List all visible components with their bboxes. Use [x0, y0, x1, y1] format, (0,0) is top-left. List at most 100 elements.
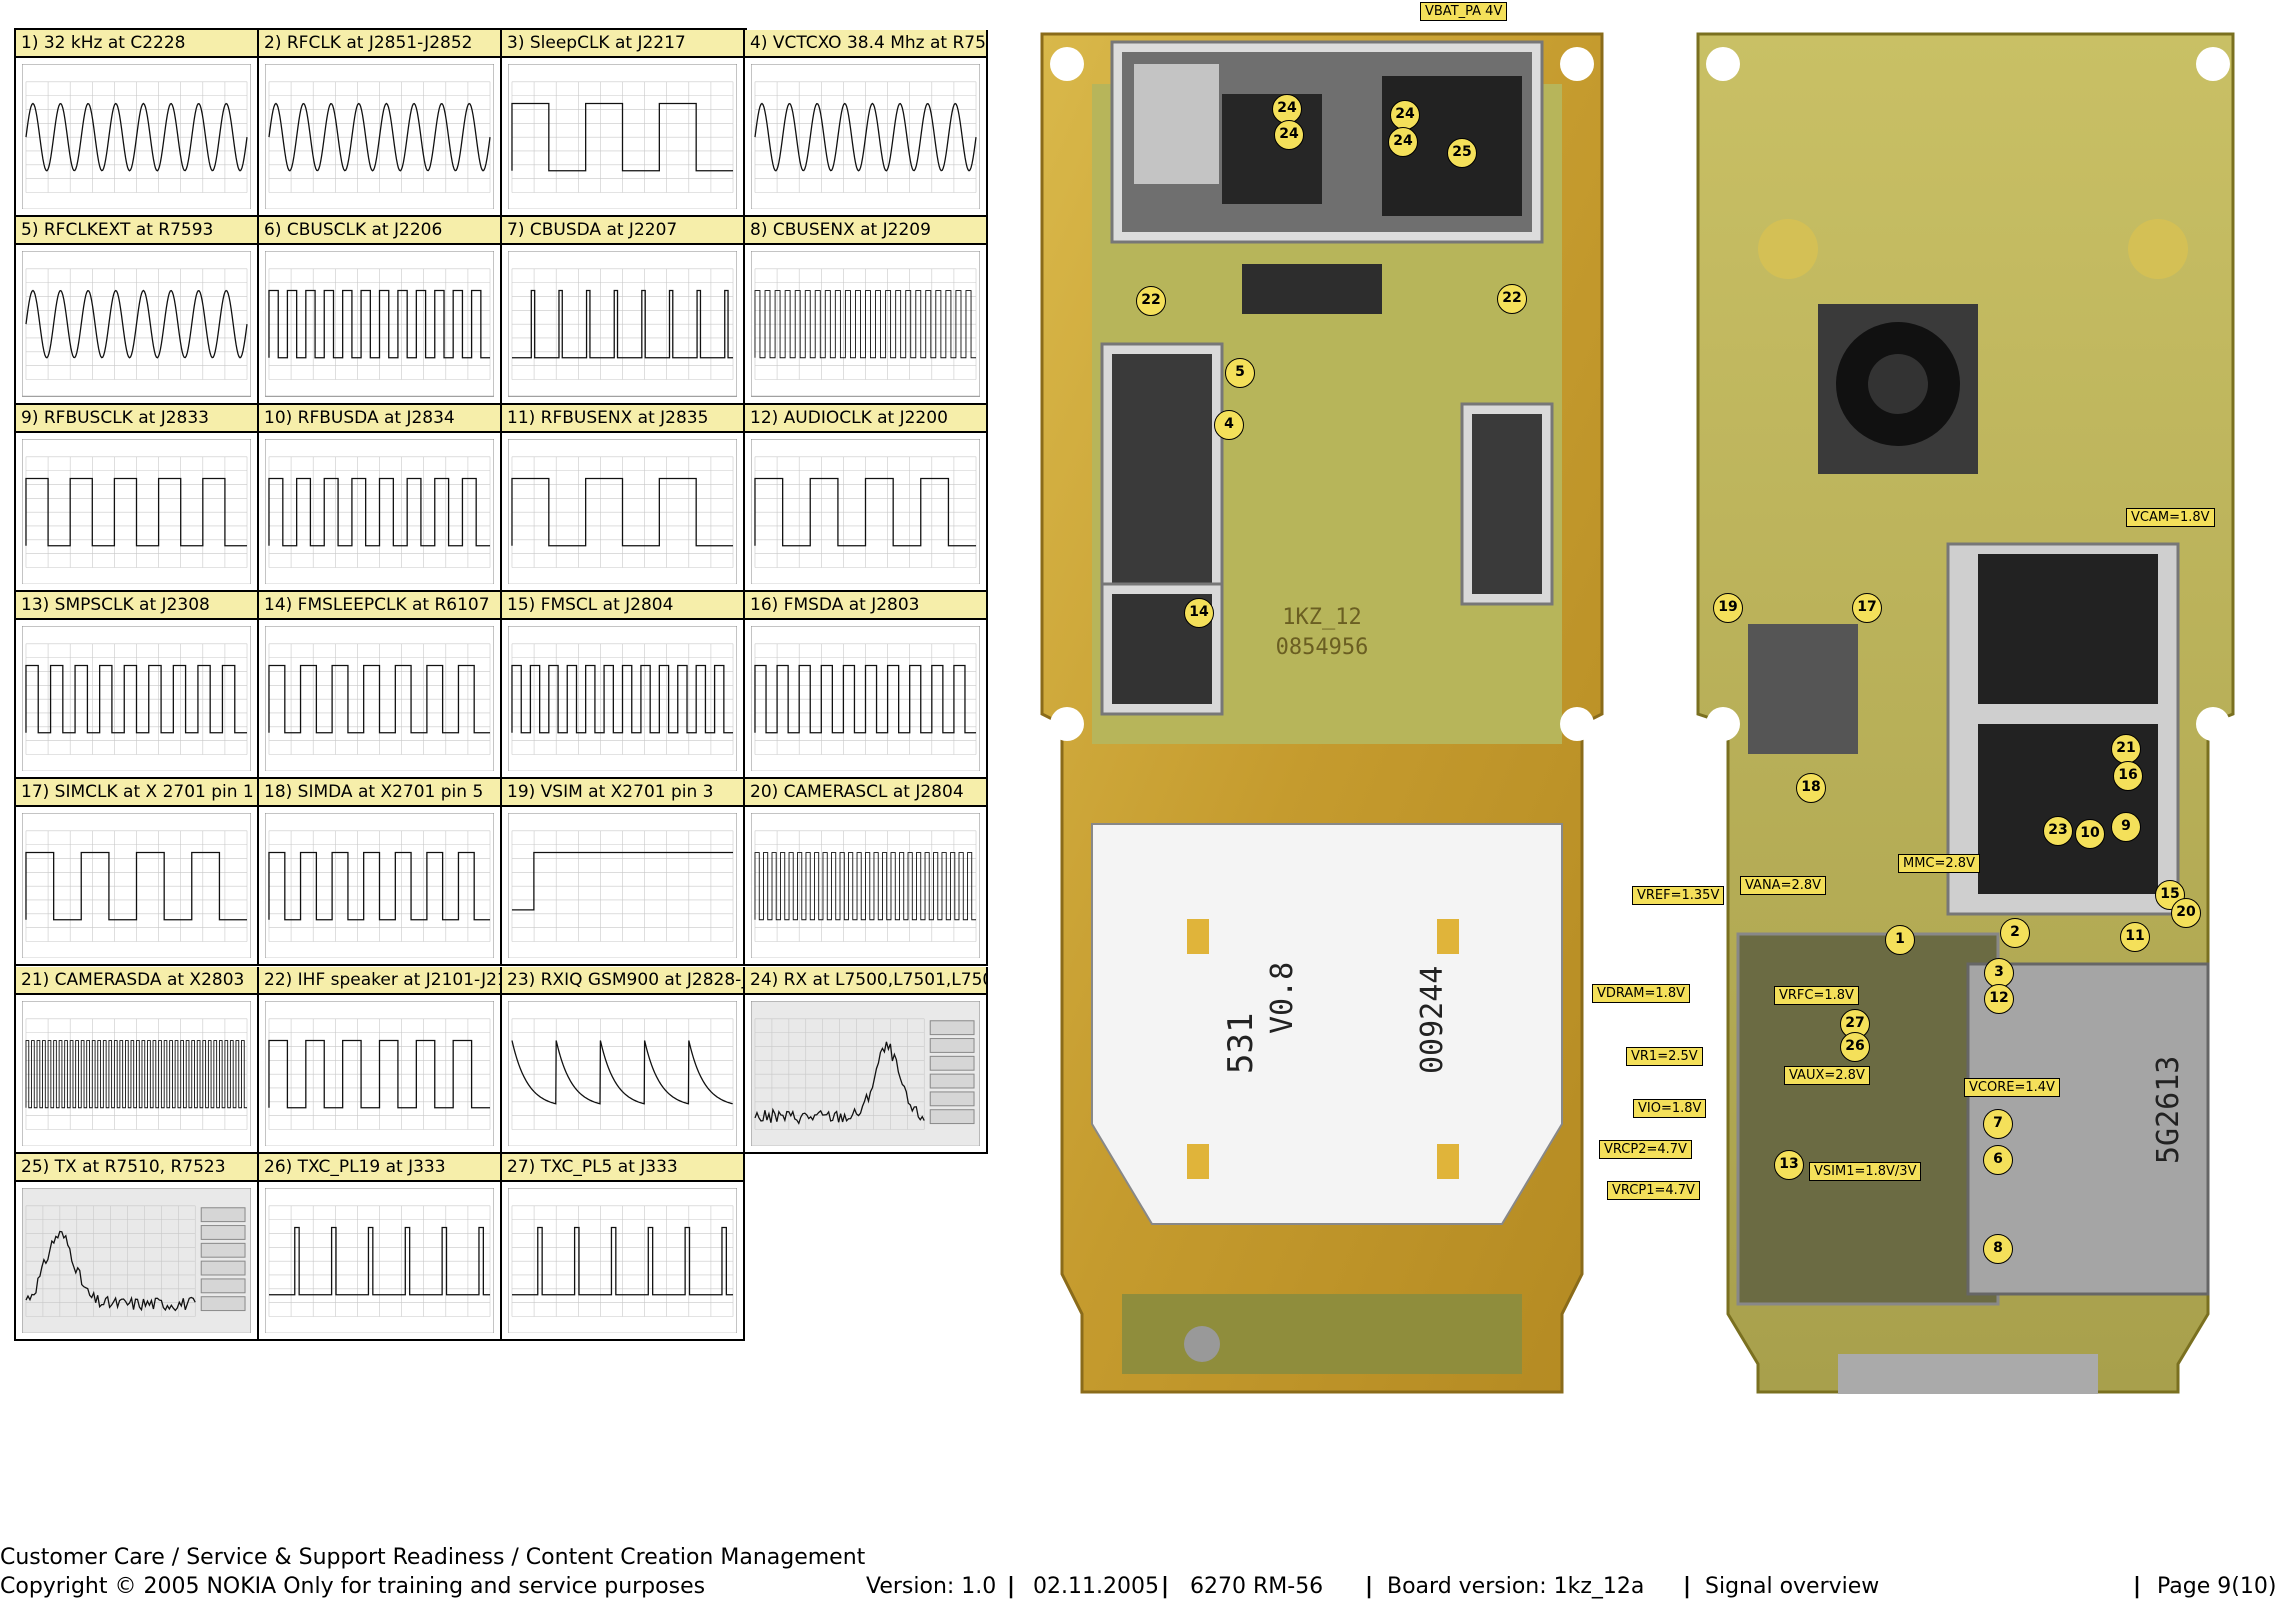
signal-cell: 14) FMSLEEPCLK at R6107: [259, 591, 502, 780]
board-photo-back: 5G2613 VCAM=1.8V MMC=2.8V VREF=1.35V VAN…: [1592, 24, 2252, 1402]
signal-cell: 7) CBUSDA at J2207: [502, 217, 745, 405]
oscilloscope-trace: [22, 1187, 251, 1334]
signal-cell: 26) TXC_PL19 at J333: [259, 1153, 502, 1342]
signal-cell: 12) AUDIOCLK at J2200: [745, 404, 988, 592]
scope-display: [22, 438, 251, 584]
scope-display: [22, 625, 251, 772]
label-vdram: VDRAM=1.8V: [1592, 984, 1690, 1003]
signal-cell: 19) VSIM at X2701 pin 3: [502, 779, 745, 967]
waveform: [511, 1039, 733, 1105]
waveform: [754, 102, 977, 172]
label-vana: VANA=2.8V: [1740, 876, 1827, 895]
signal-cell: 21) CAMERASDA at X2803: [16, 966, 259, 1154]
footer-separator-1: |: [1007, 1574, 1016, 1599]
label-vcore: VCORE=1.4V: [1964, 1078, 2060, 1097]
signal-cell: 4) VCTCXO 38.4 Mhz at R7590: [745, 30, 988, 218]
scope-display: [751, 64, 980, 210]
callout-16: 16: [2113, 761, 2143, 791]
label-vrcp1: VRCP1=4.7V: [1607, 1181, 1700, 1200]
oscilloscope-trace: [265, 625, 494, 772]
oscilloscope-trace: [265, 1187, 494, 1334]
waveform: [25, 1039, 248, 1108]
callout-13: 13: [1774, 1150, 1804, 1180]
callout-15: 15: [2155, 880, 2185, 910]
signal-title: 16) FMSDA at J2803: [745, 591, 986, 620]
callout-17: 17: [1852, 593, 1882, 623]
callout-12: 12: [1984, 984, 2014, 1014]
oscilloscope-trace: [751, 251, 980, 397]
callout-1: 1: [1885, 925, 1915, 955]
scope-display: [751, 438, 980, 584]
pcb-back-image: 5G2613: [1696, 32, 2235, 1394]
footer-separator-2: |: [1161, 1574, 1170, 1599]
callout-19: 19: [1713, 593, 1743, 623]
analyzer-softkey: [929, 1037, 975, 1053]
analyzer-softkey: [200, 1224, 246, 1240]
oscilloscope-trace: [265, 251, 494, 397]
label-vref: VREF=1.35V: [1632, 886, 1725, 905]
callout-22-b: 22: [1497, 284, 1527, 314]
footer-copyright: Copyright © 2005 NOKIA Only for training…: [0, 1574, 706, 1599]
oscilloscope-trace: [508, 625, 737, 772]
waveform: [25, 1230, 196, 1312]
signal-title: 27) TXC_PL5 at J333: [502, 1153, 743, 1182]
signal-title: 6) CBUSCLK at J2206: [259, 217, 500, 246]
waveform: [25, 852, 248, 921]
callout-8: 8: [1983, 1234, 2013, 1264]
signal-cell: 6) CBUSCLK at J2206: [259, 217, 502, 405]
oscilloscope-trace: [22, 625, 251, 772]
scope-display: [265, 1000, 494, 1146]
board-marking-1: 1KZ_12: [1282, 605, 1361, 630]
oscilloscope-trace: [265, 813, 494, 959]
footer-separator-4: |: [1683, 1574, 1692, 1599]
analyzer-softkey: [200, 1296, 246, 1311]
analyzer-softkey: [929, 1090, 975, 1106]
callout-22-a: 22: [1136, 286, 1166, 316]
callout-21: 21: [2111, 734, 2141, 764]
scope-display: [751, 625, 980, 772]
scope-display: [508, 1000, 737, 1146]
signal-title: 5) RFCLKEXT at R7593: [16, 217, 257, 246]
scope-display: [22, 1000, 251, 1146]
waveform: [25, 664, 248, 734]
callout-18: 18: [1796, 773, 1826, 803]
signal-title: 21) CAMERASDA at X2803: [16, 966, 257, 995]
oscilloscope-trace: [751, 64, 980, 210]
callout-24-c: 24: [1390, 100, 1420, 130]
scope-display: [22, 251, 251, 397]
signal-cell: 2) RFCLK at J2851-J2852: [259, 30, 502, 218]
signal-cell: 20) CAMERASCL at J2804: [745, 779, 988, 967]
oscilloscope-trace: [265, 438, 494, 584]
oscilloscope-trace: [22, 251, 251, 397]
label-vsim1: VSIM1=1.8V/3V: [1809, 1162, 1922, 1181]
waveform: [25, 102, 248, 172]
callout-5: 5: [1225, 358, 1255, 388]
callout-14: 14: [1184, 598, 1214, 628]
scope-display: [751, 813, 980, 959]
signal-cell: 10) RFBUSDA at J2834: [259, 404, 502, 592]
callout-23: 23: [2043, 816, 2073, 846]
waveform: [268, 664, 491, 734]
oscilloscope-trace: [508, 813, 737, 959]
signal-cell: 27) TXC_PL5 at J333: [502, 1153, 745, 1342]
oscilloscope-trace: [508, 64, 737, 210]
signal-title: 15) FMSCL at J2804: [502, 591, 743, 620]
waveform: [511, 102, 734, 172]
signal-title: 10) RFBUSDA at J2834: [259, 404, 500, 433]
scope-display: [508, 251, 737, 397]
signal-title: 22) IHF speaker at J2101-J2104: [259, 966, 500, 995]
signal-cell: 11) RFBUSENX at J2835: [502, 404, 745, 592]
waveform: [268, 1226, 491, 1296]
callout-20: 20: [2171, 898, 2201, 928]
signal-cell: 13) SMPSCLK at J2308: [16, 591, 259, 780]
board-marking-3: 531: [1221, 1013, 1261, 1074]
board-marking-4: V0.8: [1265, 962, 1300, 1034]
signal-title: 9) RFBUSCLK at J2833: [16, 404, 257, 433]
label-vr1: VR1=2.5V: [1626, 1047, 1703, 1066]
waveform: [268, 102, 491, 172]
signal-cell: 22) IHF speaker at J2101-J2104: [259, 966, 502, 1154]
signal-title: 11) RFBUSENX at J2835: [502, 404, 743, 433]
footer-separator-3: |: [1365, 1574, 1374, 1599]
waveform: [754, 664, 977, 734]
